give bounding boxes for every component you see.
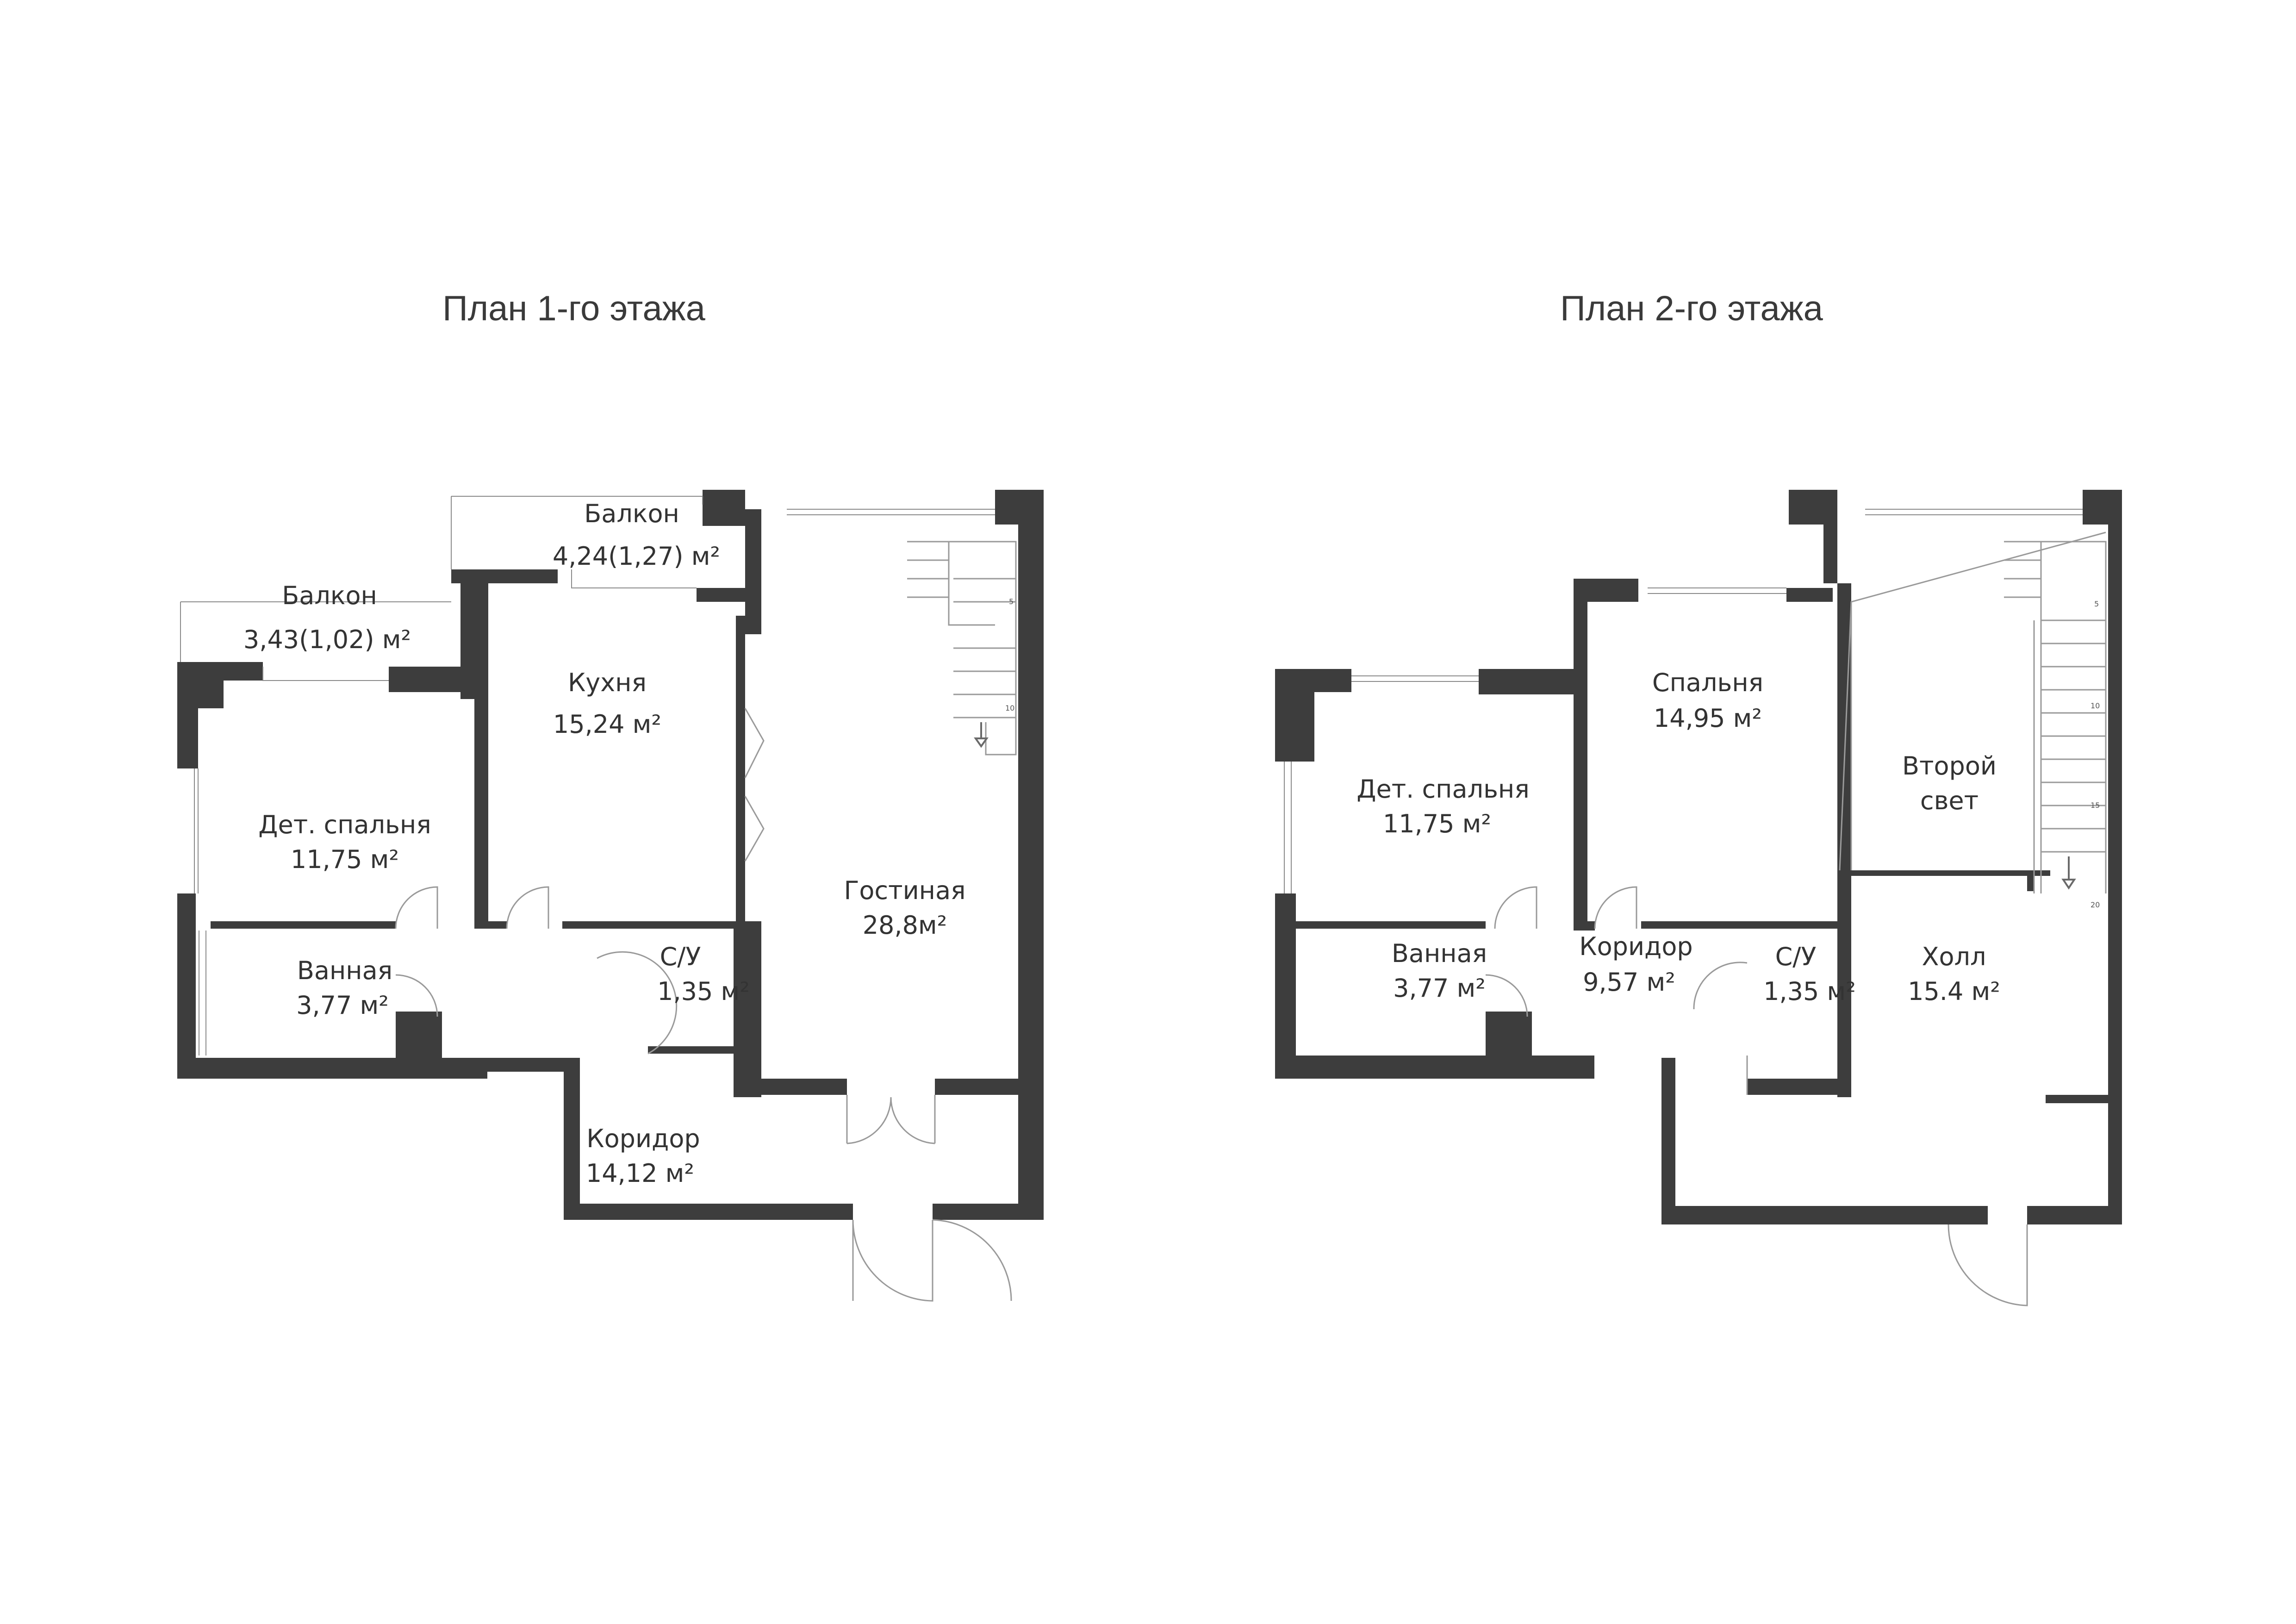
room-name-bedroom: Спальня (1652, 668, 1763, 697)
floor-2-stair-mark-20: 20 (2091, 900, 2100, 909)
floor-1-stair-mark-5: 5 (1009, 597, 1014, 606)
room-name-second-light-2: свет (1920, 786, 1979, 815)
room-area-wc: 1,35 м² (657, 977, 750, 1006)
floor-1-title: План 1-го этажа (442, 289, 706, 328)
room-name-bathroom-2: Ванная (1392, 939, 1487, 968)
floor-2-walls (1275, 490, 2122, 1224)
room-name-kids-bedroom-2: Дет. спальня (1356, 775, 1529, 804)
floor-2-title: План 2-го этажа (1560, 289, 1823, 328)
floor-1-stair-mark-10: 10 (1005, 704, 1014, 712)
floor-2-room-labels: Спальня 14,95 м² Дет. спальня 11,75 м² В… (1356, 668, 2000, 1006)
room-name-kitchen: Кухня (568, 668, 647, 697)
room-area-corridor: 14,12 м² (586, 1159, 694, 1188)
room-area-kids-bedroom: 11,75 м² (291, 845, 399, 874)
room-area-wc-2: 1,35 м² (1763, 977, 1856, 1006)
floor-2-stair-mark-15: 15 (2091, 801, 2100, 810)
floor-2-plan: План 2-го этажа (1275, 289, 2122, 1306)
room-name-corridor-2: Коридор (1579, 932, 1692, 961)
floor-1-room-labels: Балкон 4,24(1,27) м² Балкон 3,43(1,02) м… (243, 499, 966, 1188)
room-name-wc-2: С/У (1775, 942, 1817, 971)
floor-1-plan: План 1-го этажа (177, 289, 1044, 1302)
room-area-kitchen: 15,24 м² (553, 710, 661, 739)
room-area-balcony-2: 3,43(1,02) м² (243, 625, 411, 654)
room-name-wc: С/У (660, 942, 701, 971)
room-name-kids-bedroom: Дет. спальня (258, 810, 431, 839)
floor-2-stair-mark-5: 5 (2094, 600, 2099, 608)
room-area-bedroom: 14,95 м² (1654, 704, 1762, 733)
floor-1-fixtures: 5 10 (180, 496, 1017, 1302)
room-area-bathroom: 3,77 м² (296, 991, 389, 1020)
room-area-bathroom-2: 3,77 м² (1393, 974, 1486, 1003)
room-name-second-light: Второй (1902, 751, 1997, 781)
room-name-balcony-1: Балкон (584, 499, 679, 528)
room-name-balcony-2: Балкон (282, 581, 377, 610)
floor-2-stair-mark-10: 10 (2091, 701, 2100, 710)
room-area-hall: 15.4 м² (1908, 977, 2000, 1006)
room-name-bathroom: Ванная (297, 956, 392, 985)
room-area-corridor-2: 9,57 м² (1583, 968, 1675, 997)
room-area-living-room: 28,8м² (863, 911, 947, 940)
room-area-balcony-1: 4,24(1,27) м² (553, 542, 720, 571)
floor-1-walls (177, 490, 1044, 1220)
floor-2-fixtures: 5 10 15 20 (1284, 509, 2107, 1306)
room-name-corridor: Коридор (586, 1124, 700, 1153)
room-name-hall: Холл (1922, 942, 1986, 971)
room-area-kids-bedroom-2: 11,75 м² (1383, 809, 1491, 838)
room-name-living-room: Гостиная (844, 876, 965, 905)
